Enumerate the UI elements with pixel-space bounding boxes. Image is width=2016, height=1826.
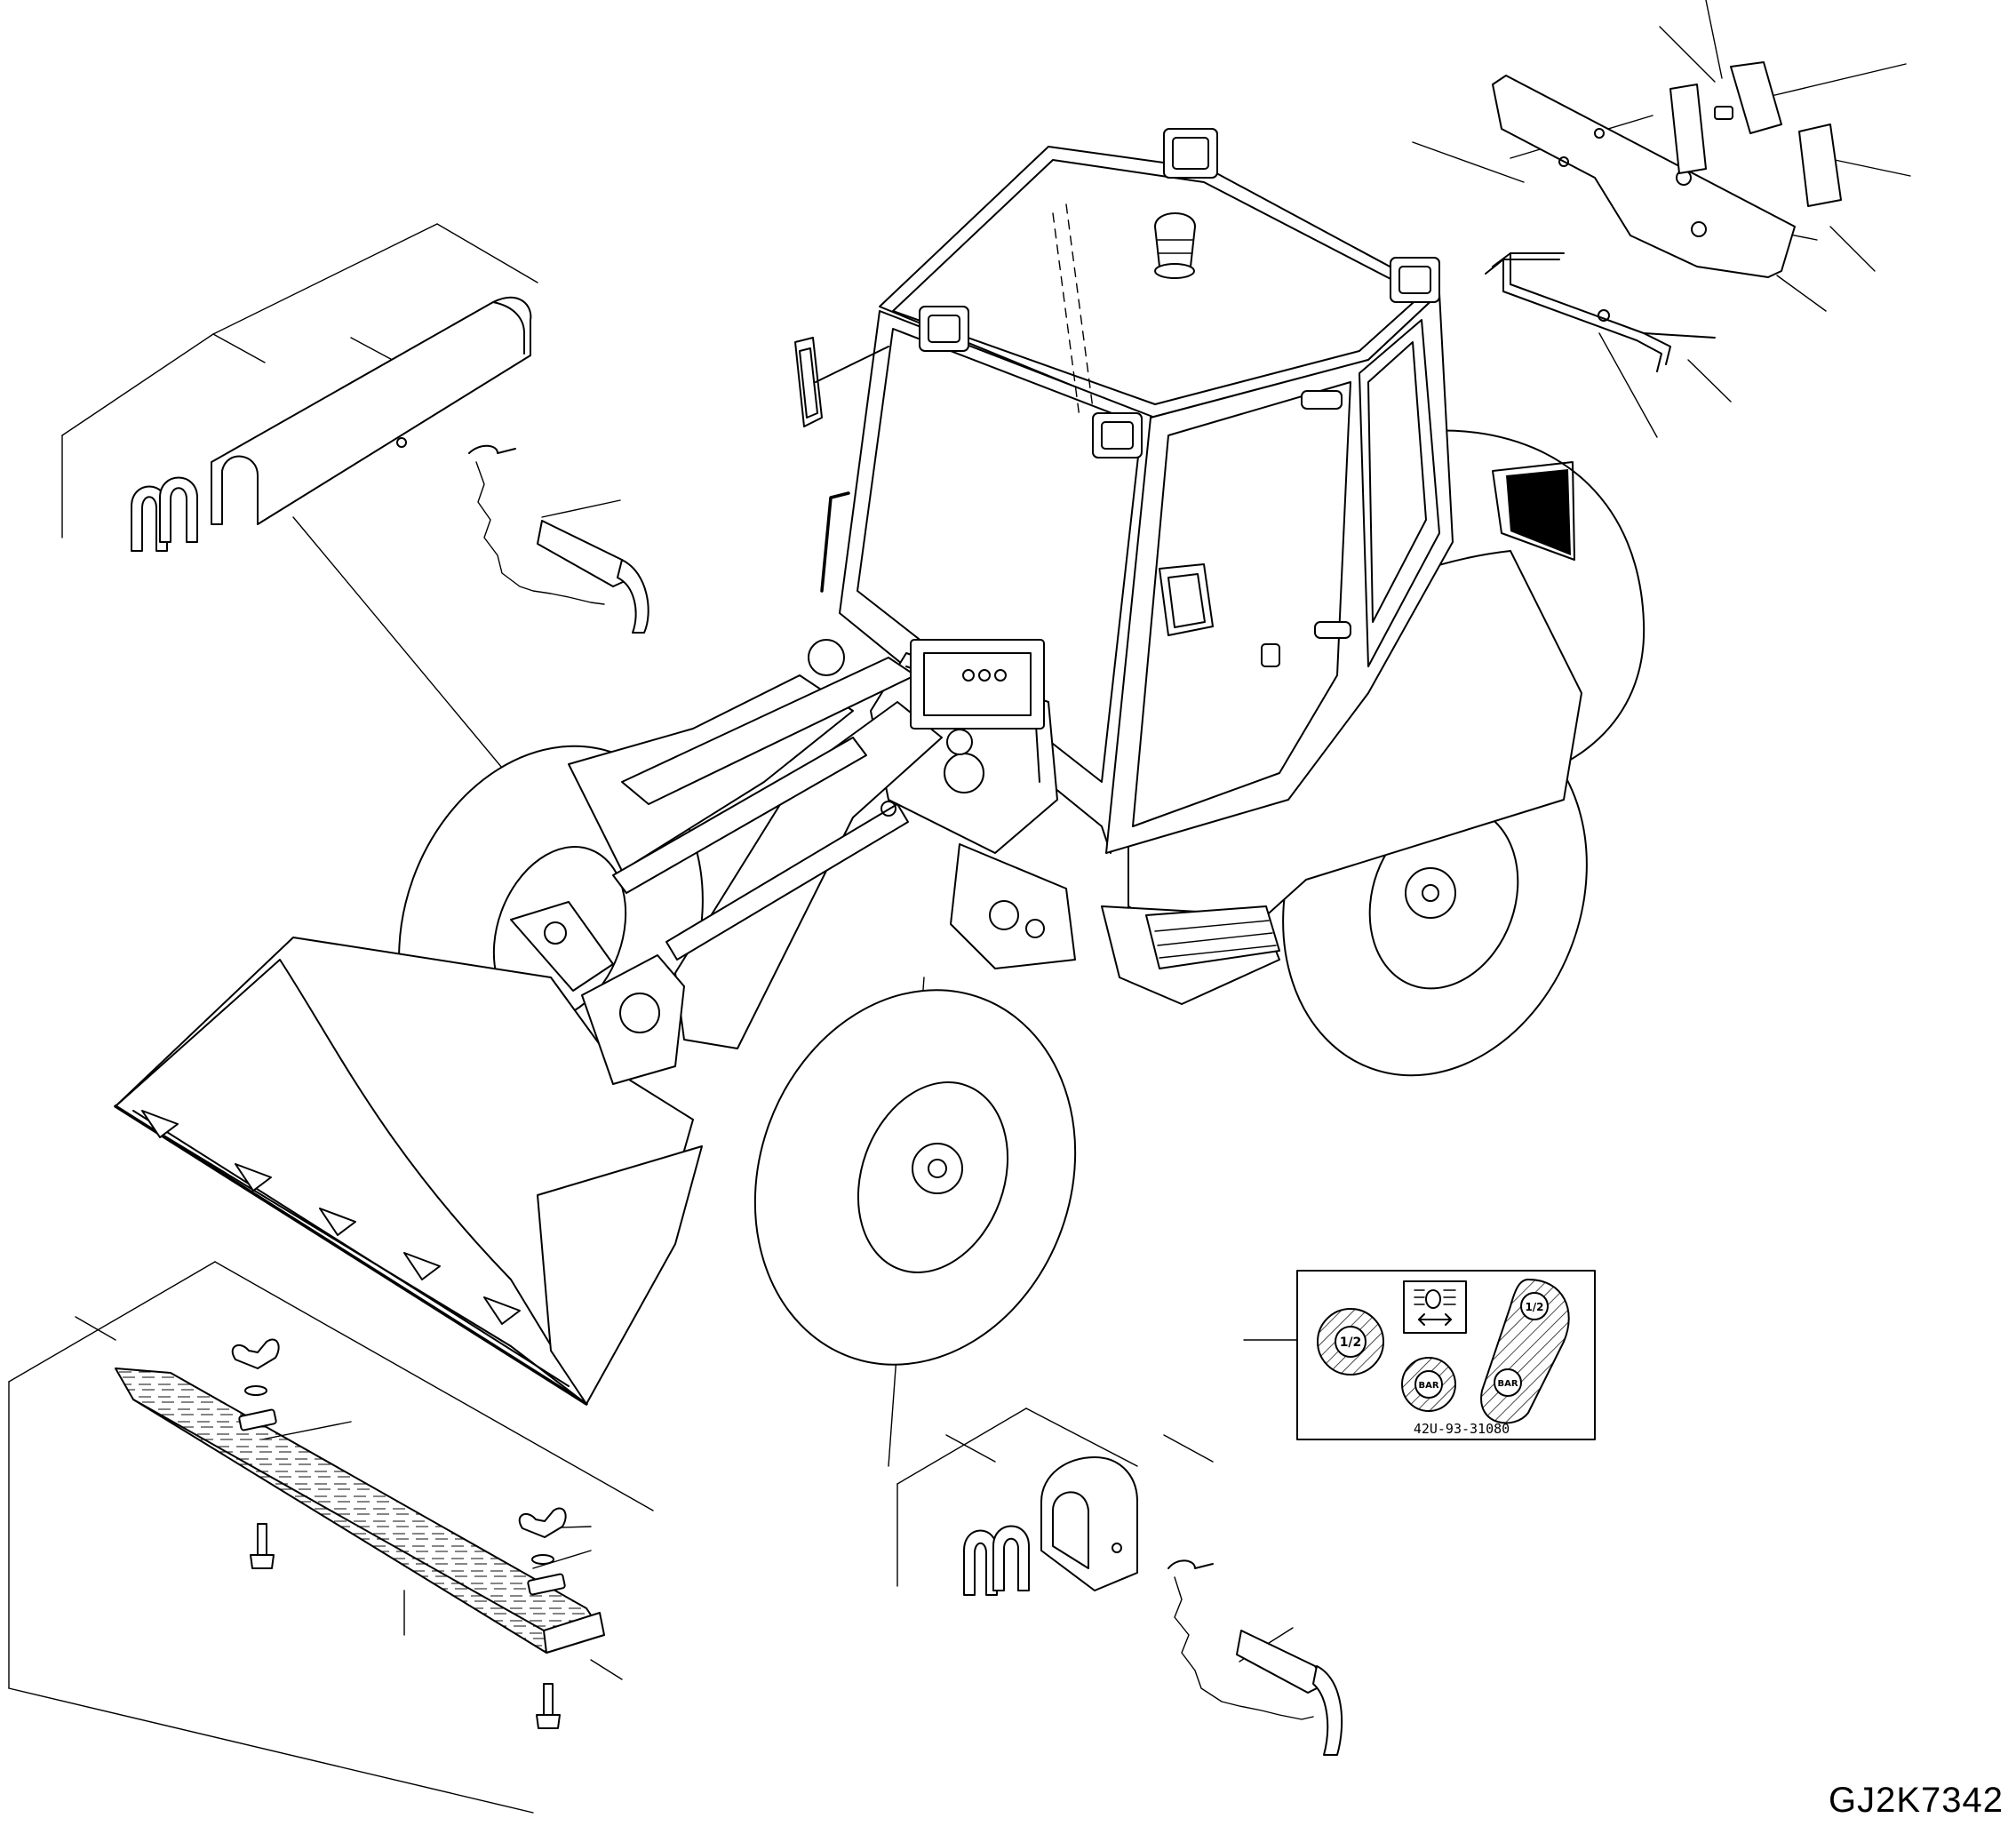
lock-pin-top — [468, 444, 649, 634]
decal-symbol-4: BAR — [1497, 1379, 1518, 1389]
combined-decal-oval: 1/2 BAR — [1480, 1279, 1570, 1424]
work-lights — [919, 128, 1440, 458]
decal-symbol-2: 1/2 — [1525, 1301, 1543, 1313]
bolts — [250, 1523, 561, 1729]
decal-symbol-3: BAR — [1418, 1381, 1438, 1391]
mounting-brackets — [238, 1408, 566, 1596]
decal-part-number: 42U-93-31080 — [1414, 1421, 1510, 1437]
lock-pin-bottom — [1167, 1559, 1343, 1756]
front-right-wheel — [753, 989, 1077, 1366]
reflector-plate — [115, 1368, 605, 1654]
bucket-teeth — [141, 1110, 521, 1325]
decal-sheet: 1/2 BAR 1/2 BAR 42U-93-31080 — [1296, 1270, 1596, 1440]
u-clamps-bottom — [963, 1525, 1030, 1596]
tail-lamps — [1669, 61, 1842, 207]
headlight-beam-icon — [1403, 1280, 1467, 1334]
leader-lines — [8, 0, 1911, 1814]
cab — [820, 146, 1454, 854]
lift-arm-guard-top — [211, 296, 532, 525]
mirrors — [794, 337, 1214, 636]
rear-body — [1101, 550, 1582, 1005]
left-right-arrow-icon — [1418, 1313, 1452, 1326]
entry-step — [1145, 905, 1280, 969]
bucket — [114, 901, 703, 1406]
loader-frame — [568, 639, 1076, 1049]
wing-nuts — [231, 1338, 567, 1565]
pressure-decal-round: BAR — [1401, 1357, 1456, 1412]
rear-lamp-bracket — [1492, 75, 1796, 278]
speed-decal-round: 1/2 — [1317, 1308, 1384, 1375]
wiring-harness — [1485, 252, 1716, 372]
drawing-number: GJ2K7342 — [1828, 1781, 2004, 1820]
u-clamps-top — [131, 476, 198, 552]
decal-symbol-1: 1/2 — [1340, 1336, 1362, 1350]
lift-arm-guard-bottom — [1040, 1456, 1138, 1591]
rotating-beacon — [1154, 212, 1196, 279]
